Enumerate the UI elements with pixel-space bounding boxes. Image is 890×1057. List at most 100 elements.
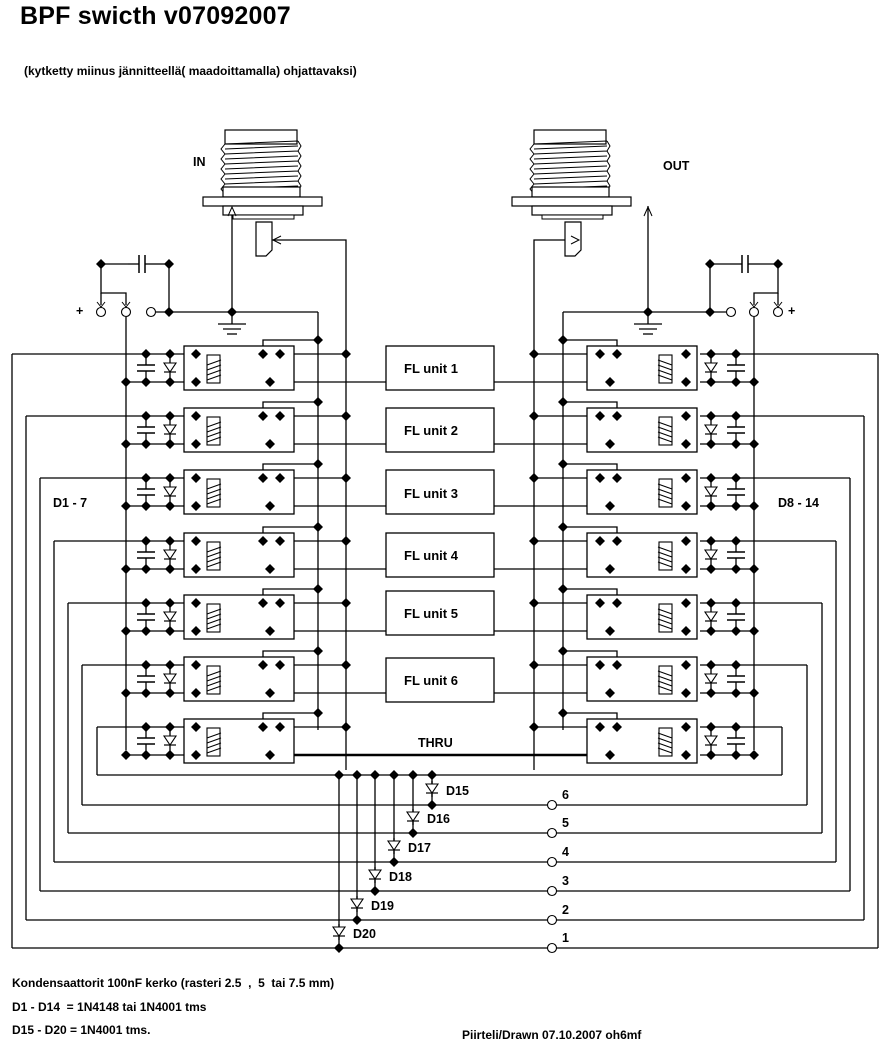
junction-dot bbox=[681, 564, 691, 574]
junction-dot bbox=[773, 259, 783, 269]
junction-dot bbox=[731, 377, 741, 387]
junction-dot bbox=[141, 722, 151, 732]
terminal-ring bbox=[546, 914, 558, 926]
junction-dot bbox=[275, 660, 285, 670]
terminal-ring bbox=[95, 306, 107, 318]
coil-winding bbox=[206, 670, 222, 677]
junction-dot bbox=[681, 660, 691, 670]
fl-unit-6-label: FL unit 6 bbox=[404, 673, 458, 688]
junction-dot bbox=[121, 377, 131, 387]
junction-dot bbox=[258, 473, 268, 483]
junction-dot bbox=[265, 688, 275, 698]
junction-dot bbox=[612, 722, 622, 732]
junction-dot bbox=[141, 536, 151, 546]
pin-icon bbox=[96, 301, 106, 308]
diode-icon bbox=[424, 783, 440, 794]
coil-winding bbox=[657, 737, 673, 744]
band-terminal-label: 2 bbox=[562, 903, 569, 917]
junction-dot bbox=[165, 473, 175, 483]
coil-winding bbox=[657, 369, 673, 376]
thru-label: THRU bbox=[418, 736, 453, 750]
diode-icon bbox=[331, 926, 347, 937]
junction-dot bbox=[731, 626, 741, 636]
in-connector bbox=[202, 129, 323, 257]
junction-dot bbox=[681, 536, 691, 546]
junction-dot bbox=[334, 770, 344, 780]
diode-icon bbox=[703, 735, 719, 746]
junction-dot bbox=[121, 439, 131, 449]
relay-right-2 bbox=[586, 407, 698, 453]
junction-dot bbox=[681, 473, 691, 483]
connector-part bbox=[255, 221, 273, 257]
connector-part bbox=[529, 140, 611, 195]
band-terminal-label: 4 bbox=[562, 845, 569, 859]
junction-dot bbox=[612, 349, 622, 359]
junction-dot bbox=[191, 501, 201, 511]
out-center-wire bbox=[533, 239, 580, 770]
junction-dot bbox=[275, 536, 285, 546]
coil-winding bbox=[657, 493, 673, 500]
junction-dot bbox=[427, 770, 437, 780]
fl-unit-6-box bbox=[385, 657, 495, 703]
junction-dot bbox=[558, 459, 568, 469]
matrix-diode-label: D16 bbox=[427, 812, 450, 826]
junction-dot bbox=[265, 501, 275, 511]
connector-part bbox=[224, 129, 298, 145]
fl-unit-1-box bbox=[385, 345, 495, 391]
coil-winding bbox=[206, 675, 222, 682]
terminal-ring bbox=[546, 942, 558, 954]
junction-dot bbox=[612, 473, 622, 483]
fl-unit-1-label: FL unit 1 bbox=[404, 361, 458, 376]
junction-dot bbox=[749, 439, 759, 449]
in-center-wire bbox=[272, 239, 347, 770]
coil-winding bbox=[657, 374, 673, 381]
coil-winding bbox=[206, 498, 222, 505]
junction-dot bbox=[141, 349, 151, 359]
junction-dot bbox=[749, 750, 759, 760]
junction-dot bbox=[408, 828, 418, 838]
coil-winding bbox=[657, 421, 673, 428]
junction-dot bbox=[141, 688, 151, 698]
junction-dot bbox=[352, 915, 362, 925]
plus-left-label: + bbox=[76, 304, 83, 318]
junction-dot bbox=[258, 660, 268, 670]
junction-dot bbox=[191, 688, 201, 698]
diode-icon bbox=[162, 735, 178, 746]
junction-dot bbox=[389, 770, 399, 780]
input-label: IN bbox=[193, 155, 206, 169]
junction-dot bbox=[165, 688, 175, 698]
junction-dot bbox=[749, 377, 759, 387]
coil-winding bbox=[206, 483, 222, 490]
junction-dot bbox=[313, 459, 323, 469]
coil-winding bbox=[657, 364, 673, 371]
junction-dot bbox=[749, 564, 759, 574]
labels: IN OUT + + D1 - 7 D8 - 14 THRU FL unit 1… bbox=[53, 155, 819, 945]
diode-icon bbox=[703, 486, 719, 497]
junction-dot bbox=[370, 886, 380, 896]
junction-dot bbox=[191, 536, 201, 546]
coil-winding bbox=[206, 737, 222, 744]
junction-dot bbox=[749, 501, 759, 511]
diode-icon bbox=[162, 611, 178, 622]
junction-dot bbox=[529, 722, 539, 732]
junction-dot bbox=[529, 598, 539, 608]
junction-dot bbox=[313, 397, 323, 407]
junction-dot bbox=[275, 349, 285, 359]
junction-dot bbox=[731, 598, 741, 608]
junction-dot bbox=[706, 349, 716, 359]
power-left-wire bbox=[100, 264, 127, 305]
junction-dot bbox=[595, 473, 605, 483]
junction-dot bbox=[706, 598, 716, 608]
junction-dot bbox=[612, 411, 622, 421]
junction-dot bbox=[121, 626, 131, 636]
junction-dot bbox=[341, 722, 351, 732]
junction-dot bbox=[141, 750, 151, 760]
relay-left-5 bbox=[183, 594, 295, 640]
terminal-ring bbox=[546, 856, 558, 868]
junction-dot bbox=[605, 501, 615, 511]
coil-winding bbox=[206, 613, 222, 620]
fl-unit-5-box bbox=[385, 590, 495, 636]
junction-dot bbox=[258, 598, 268, 608]
junction-dot bbox=[595, 722, 605, 732]
